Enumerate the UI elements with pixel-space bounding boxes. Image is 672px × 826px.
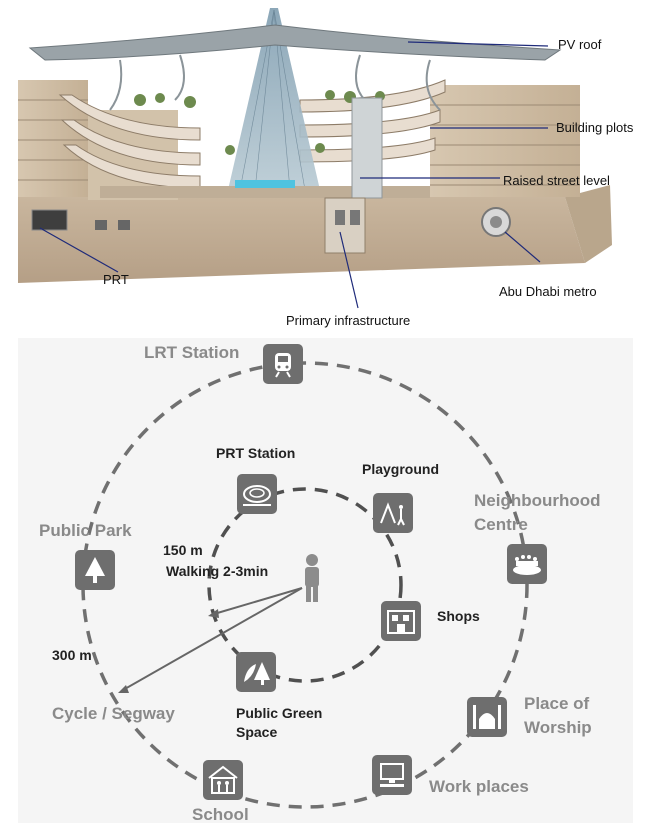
- label-neighbourhood-centre-line2: Centre: [474, 515, 528, 534]
- label-public-park: Public Park: [39, 521, 132, 540]
- ground-block: [18, 197, 585, 283]
- school-icon: [203, 760, 243, 800]
- label-school: School: [192, 805, 249, 824]
- label-neighbourhood-centre-line1: Neighbourhood: [474, 491, 601, 510]
- label-shops: Shops: [437, 608, 480, 624]
- label-playground: Playground: [362, 461, 440, 477]
- label-walking-time: Walking 2-3min: [166, 563, 269, 579]
- pv-roof: [28, 24, 562, 61]
- label-public-green-space-line1: Public Green: [236, 705, 323, 721]
- community-centre-icon: [507, 544, 547, 584]
- pod-vehicle-icon: [237, 474, 277, 514]
- label-150m: 150 m: [163, 542, 203, 558]
- prt-tunnel: [31, 209, 68, 231]
- callout-abu-dhabi-metro: Abu Dhabi metro: [499, 284, 597, 299]
- label-cycle-segway: Cycle / Segway: [52, 704, 175, 723]
- computer-icon: [372, 755, 412, 795]
- label-place-of-worship-line2: Worship: [524, 718, 592, 737]
- radius-arrow-150m: [213, 587, 303, 615]
- radius-arrow-300m: [122, 587, 303, 691]
- pool: [235, 180, 295, 188]
- callout-raised-street-level: Raised street level: [503, 173, 610, 188]
- leaf-tree-icon: [236, 652, 276, 692]
- elevator-core: [351, 97, 383, 199]
- city-section-illustration: [18, 8, 612, 309]
- tree-icon: [75, 550, 115, 590]
- label-300m: 300 m: [52, 647, 92, 663]
- label-lrt-station: LRT Station: [144, 343, 240, 362]
- playground-icon: [373, 493, 413, 533]
- label-public-green-space-line2: Space: [236, 724, 278, 740]
- train-icon: [263, 344, 303, 384]
- outer-ring-300m: [81, 361, 529, 809]
- person-figure: [305, 554, 319, 602]
- label-place-of-worship-line1: Place of: [524, 694, 590, 713]
- callout-building-plots: Building plots: [556, 120, 634, 135]
- callout-pv-roof: PV roof: [558, 37, 602, 52]
- label-prt-station: PRT Station: [216, 445, 296, 461]
- callout-prt: PRT: [103, 272, 129, 287]
- label-work-places: Work places: [429, 777, 529, 796]
- callout-primary-infrastructure: Primary infrastructure: [286, 313, 411, 328]
- inner-ring-150m: [207, 487, 403, 683]
- raised-street-level: [100, 186, 430, 198]
- mosque-icon: [467, 697, 507, 737]
- shop-building-icon: [381, 601, 421, 641]
